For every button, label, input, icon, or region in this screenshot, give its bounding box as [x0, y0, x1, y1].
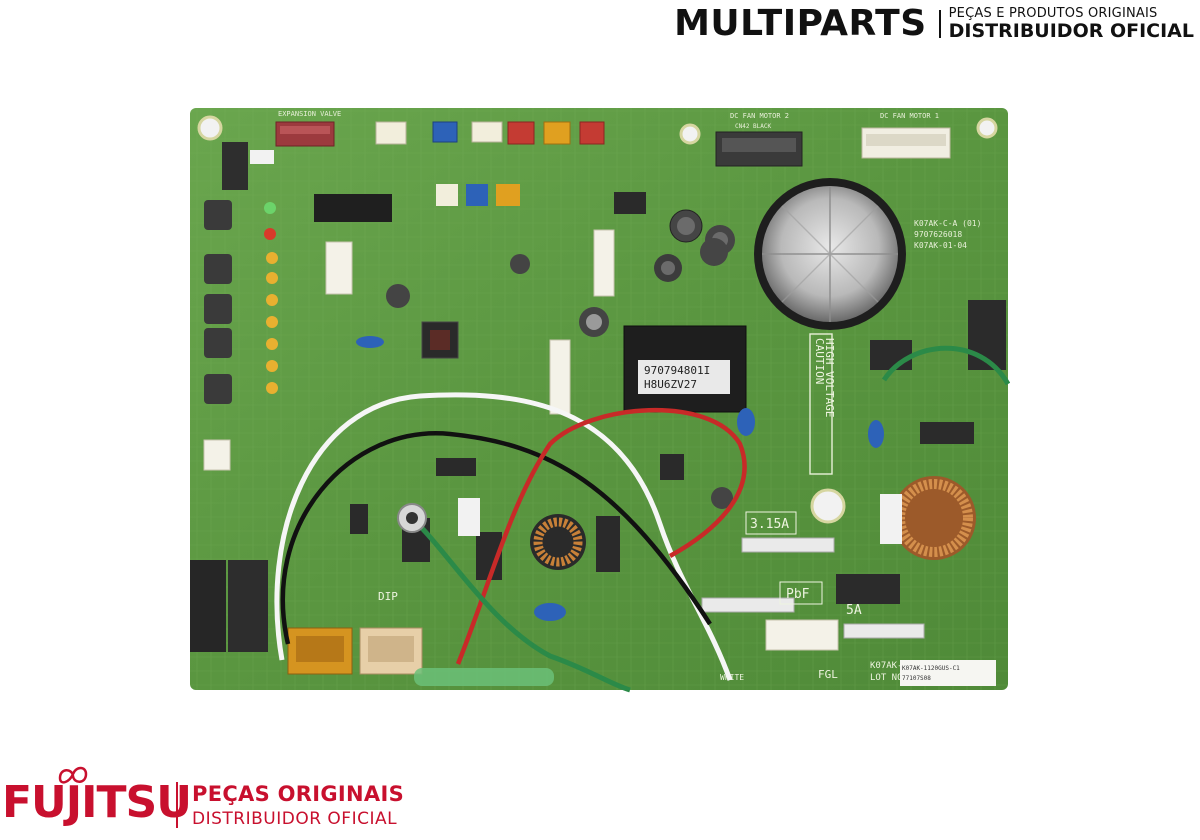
footer-divider	[176, 782, 178, 828]
silk-fgl: FGL	[818, 668, 838, 681]
crimp-sleeve	[414, 668, 554, 686]
wire-black	[280, 431, 712, 645]
silk-part-code-2: 9707626018	[914, 230, 962, 239]
transformer-label	[638, 360, 730, 394]
header-white	[549, 339, 571, 415]
relay	[870, 340, 912, 370]
push-buttons	[204, 200, 232, 404]
relay-black	[190, 560, 226, 652]
fuse-label: 3.15A	[750, 517, 789, 532]
smd-chip	[350, 504, 368, 534]
lot-sticker	[900, 660, 996, 686]
silk-dip: DIP	[378, 590, 398, 603]
fuse-holder-2	[843, 623, 925, 639]
wire-red	[455, 408, 747, 665]
fuse-holder	[741, 537, 835, 553]
film-capacitor	[356, 336, 384, 348]
ic-chip-main	[421, 321, 459, 359]
status-leds	[264, 202, 278, 394]
pcb-board-image: EXPANSION VALVE DC FAN MOTOR 2 CN42 BLAC…	[190, 104, 1010, 694]
film-capacitor	[868, 420, 884, 448]
connector-blue	[432, 121, 458, 143]
film-capacitor	[737, 408, 755, 436]
connector-yellow-2	[496, 184, 520, 206]
fujitsu-logo: FUJITSU	[2, 777, 192, 828]
mounting-hole	[197, 115, 223, 141]
lot-code-2: 77107S08	[902, 675, 931, 682]
silk-fan-motor-2: DC FAN MOTOR 2	[730, 112, 789, 120]
dip-switch	[222, 142, 248, 190]
caution-box	[809, 333, 833, 475]
silk-white: WHITE	[720, 673, 744, 682]
mounting-hole	[976, 117, 998, 139]
fuse-holder	[701, 597, 795, 613]
footer-tagline-line2: DISTRIBUIDOR OFICIAL	[192, 809, 398, 829]
fuse-label-box	[745, 511, 797, 535]
smd-chip	[436, 458, 476, 476]
pbf-label-box	[779, 581, 823, 605]
connector-red	[507, 121, 535, 145]
silk-lot-no: LOT NO.	[870, 673, 908, 683]
multiparts-header: MULTIPARTS PEÇAS E PRODUTOS ORIGINAIS DI…	[674, 4, 1194, 44]
connector-black-small	[614, 192, 646, 214]
fuse-label-2: 5A	[846, 603, 862, 618]
silk-lot: K07AK-	[870, 661, 903, 671]
capacitor	[386, 284, 410, 308]
transformer-label-2: H8U6ZV27	[644, 378, 697, 391]
connector-yellow	[543, 121, 571, 145]
silk-part-code-3: K07AK-01-04	[914, 241, 967, 250]
relay-black-2	[228, 560, 268, 652]
mounting-hole	[679, 123, 701, 145]
ic-right	[920, 422, 974, 444]
header-tagline-line2: DISTRIBUIDOR OFICIAL	[948, 20, 1194, 42]
connector-white-bottom	[765, 619, 839, 651]
fujitsu-infinity-icon	[58, 766, 88, 784]
header-tagline: PEÇAS E PRODUTOS ORIGINAIS DISTRIBUIDOR …	[949, 7, 1194, 41]
mounting-hole	[810, 488, 846, 524]
header-white	[325, 241, 353, 295]
connector-blue-2	[466, 184, 488, 206]
caution-text-2: HIGH VOLTAGE	[823, 338, 836, 417]
wire-green-right	[881, 345, 1010, 386]
pbf-label: PbF	[786, 587, 810, 602]
caution-text-1: CAUTION	[813, 338, 826, 384]
terminal-clip	[458, 498, 480, 536]
wire-green	[410, 516, 631, 693]
film-capacitor	[534, 603, 566, 621]
connector-cream	[471, 121, 503, 143]
connector-red-2	[579, 121, 605, 145]
silk-expansion-valve: EXPANSION VALVE	[278, 110, 341, 118]
multiparts-logo: MULTIPARTS	[674, 3, 927, 44]
ic-right-2	[836, 574, 900, 604]
lot-code-1: K07AK-1120GUS-C1	[902, 665, 960, 672]
transformer-label-1: 970794801I	[644, 364, 710, 377]
smd-chip	[660, 454, 684, 480]
silk-part-code-1: K07AK-C-A (01)	[914, 219, 981, 228]
ic-chip	[314, 194, 392, 222]
smd-chip	[596, 516, 620, 572]
capacitor	[510, 254, 530, 274]
footer-tagline-line1: PEÇAS ORIGINAIS	[192, 782, 404, 806]
header-tagline-line1: PEÇAS E PRODUTOS ORIGINAIS	[948, 6, 1158, 21]
header-white	[593, 229, 615, 297]
capacitor	[700, 238, 728, 266]
capacitor	[711, 487, 733, 509]
header-white-left	[203, 439, 231, 471]
silk-fan-motor-1: DC FAN MOTOR 1	[880, 112, 939, 120]
fujitsu-footer: FUJITSU PEÇAS ORIGINAIS DISTRIBUIDOR OFI…	[0, 764, 420, 834]
connector-white	[375, 121, 407, 145]
header-divider	[938, 10, 941, 38]
silk-cn-black: CN42 BLACK	[735, 123, 772, 130]
connector-cream-2	[436, 184, 458, 206]
